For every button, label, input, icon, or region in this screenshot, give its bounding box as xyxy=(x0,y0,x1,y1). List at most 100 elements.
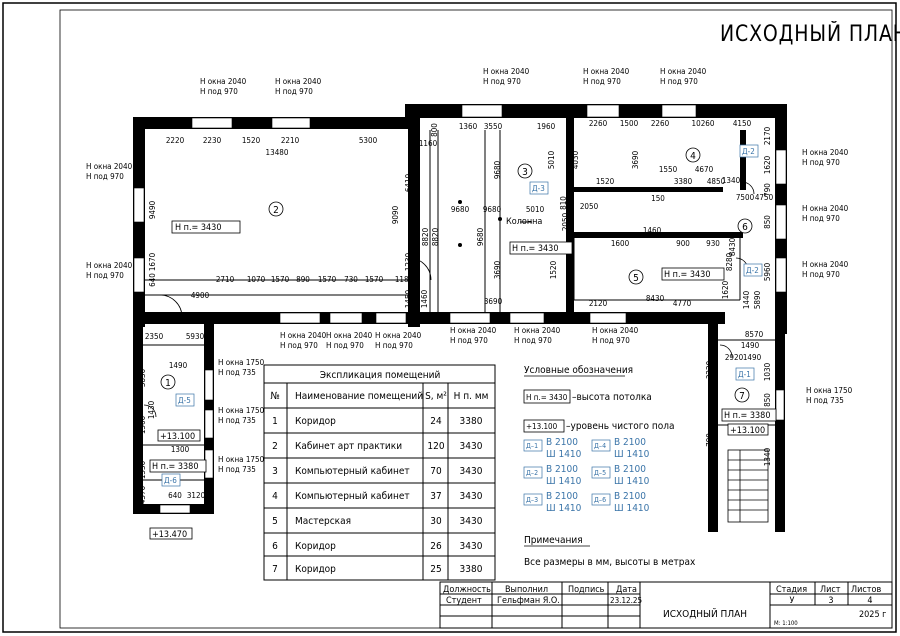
dim: 890 xyxy=(296,275,310,284)
dim: 2350 xyxy=(145,332,164,341)
ceiling-tag: Н п.= 3380 xyxy=(152,462,199,472)
window-note: Н под 970 xyxy=(514,336,552,345)
explication-cell: 3380 xyxy=(460,416,483,427)
window-note: Н под 970 xyxy=(200,87,238,96)
window-note: Н окна 2040 xyxy=(483,67,530,76)
dim: 5930 xyxy=(186,332,205,341)
explication-cell: 6 xyxy=(272,541,278,552)
door-tag: Д-5 xyxy=(178,396,191,405)
dim: 1440 xyxy=(742,290,751,309)
dim: 1360 xyxy=(459,122,478,131)
explication-header: Н п. мм xyxy=(454,391,489,402)
ceiling-tag: Н п.= 3430 xyxy=(512,244,559,254)
dim: 2050 xyxy=(580,202,599,211)
room-number: 7 xyxy=(739,391,745,402)
stamp-sheet: 3 xyxy=(828,596,833,606)
door-tag: Д-3 xyxy=(532,184,545,193)
explication-table xyxy=(263,364,496,581)
stamp-header: Подпись xyxy=(568,585,605,595)
room-marker xyxy=(268,201,284,217)
legend-door-tag: Д–6 xyxy=(594,496,606,504)
dim: 790 xyxy=(763,183,772,197)
dim: 2050 xyxy=(561,212,570,231)
dim: 850 xyxy=(763,215,772,229)
dim: 850 xyxy=(763,393,772,407)
dim: 2230 xyxy=(203,136,222,145)
door-swings xyxy=(143,181,755,418)
legend-door-width: Ш 1410 xyxy=(546,449,582,460)
explication-cell: Компьютерный кабинет xyxy=(295,490,410,502)
dim: 13480 xyxy=(266,148,289,157)
legend: Условные обозначения Н п.= 3430 –высота … xyxy=(523,364,696,568)
legend-door-width: Ш 1410 xyxy=(614,449,650,460)
legend-door-height: В 2100 xyxy=(614,491,646,502)
stamp-role: Студент xyxy=(446,596,482,606)
legend-door-tag: Д–1 xyxy=(526,442,538,450)
dim: 5010 xyxy=(547,150,556,169)
explication-cell: 120 xyxy=(427,441,444,452)
stamp-scale: М: 1:100 xyxy=(774,620,798,627)
dim: 2260 xyxy=(651,119,670,128)
window-note: Н под 735 xyxy=(218,465,256,474)
room-marker xyxy=(734,387,750,403)
stamp-sheet-header: Лист xyxy=(820,585,841,595)
dim: 1070 xyxy=(247,275,266,284)
level-tag: +13.100 xyxy=(160,432,195,442)
window-note: Н под 970 xyxy=(802,270,840,279)
legend-door-tag-box xyxy=(591,466,611,479)
room-marker xyxy=(160,374,176,390)
stamp-header: Выполнил xyxy=(505,585,548,595)
dim: 4030 xyxy=(571,150,580,169)
window-note: Н окна 2040 xyxy=(450,326,497,335)
room-number: 5 xyxy=(633,273,639,284)
legend-door-width: Ш 1410 xyxy=(546,503,582,514)
explication-cell: Коридор xyxy=(295,564,336,575)
legend-notes-text: Все размеры в мм, высоты в метрах xyxy=(524,557,696,568)
dim: 3380 xyxy=(674,177,693,186)
room-number: 1 xyxy=(165,378,171,389)
dim: 8820 xyxy=(431,227,440,246)
dim: 8430 xyxy=(646,294,665,303)
stamp-author: Гельфман Я.О. xyxy=(497,596,560,606)
dim: 4570 xyxy=(138,485,147,504)
dim: 4770 xyxy=(673,299,692,308)
stamp-sheets-header: Листов xyxy=(851,585,881,595)
window-note: Н окна 2040 xyxy=(86,162,133,171)
window-note: Н под 970 xyxy=(86,271,124,280)
window-note: Н под 970 xyxy=(483,77,521,86)
explication-cell: 2 xyxy=(272,441,278,452)
window-note: Н окна 2040 xyxy=(326,331,373,340)
explication-cell: Компьютерный кабинет xyxy=(295,465,410,477)
legend-door-width: Ш 1410 xyxy=(614,476,650,487)
legend-door-width: Ш 1410 xyxy=(614,503,650,514)
stamp-sheets: 4 xyxy=(867,596,872,606)
dim: 9680 xyxy=(493,160,502,179)
legend-door-height: В 2100 xyxy=(546,491,578,502)
dim: 3120 xyxy=(187,491,206,500)
window-note: Н окна 1750 xyxy=(218,358,265,367)
window-note: Н окна 2040 xyxy=(660,67,707,76)
dim: 7500 xyxy=(736,193,755,202)
stamp-header: Должность xyxy=(443,585,491,595)
window-note: Н под 735 xyxy=(806,396,844,405)
legend-ceiling-text: –высота потолка xyxy=(572,392,652,403)
window-note: Н окна 2040 xyxy=(200,77,247,86)
dim: 1570 xyxy=(271,275,290,284)
dim: 8430 xyxy=(728,237,737,256)
legend-door-tag: Д–2 xyxy=(526,469,538,477)
dim: 5960 xyxy=(763,262,772,281)
legend-door-height: В 2100 xyxy=(546,464,578,475)
stamp-stage-header: Стадия xyxy=(776,585,807,595)
dim: 1520 xyxy=(549,260,558,279)
stamp-date: 23.12.25 xyxy=(610,596,642,605)
window-note: Н окна 2040 xyxy=(583,67,630,76)
legend-level-text: –уровень чистого пола xyxy=(566,421,675,432)
window-note: Н окна 2040 xyxy=(275,77,322,86)
dim: 1180 xyxy=(395,275,414,284)
dim: 3690 xyxy=(493,260,502,279)
dim: 640 xyxy=(168,491,182,500)
legend-door-tag: Д–5 xyxy=(594,469,606,477)
dim: 4670 xyxy=(695,165,714,174)
